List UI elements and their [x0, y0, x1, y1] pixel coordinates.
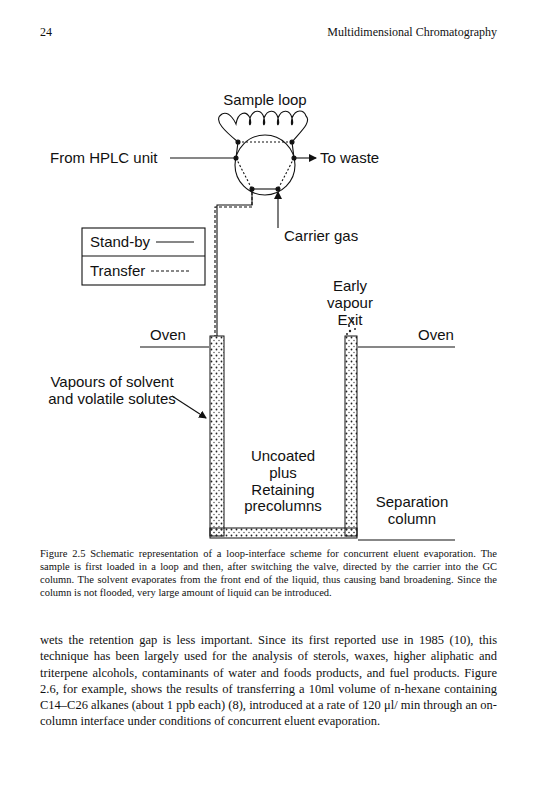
exit-label: Early vapour Exit [320, 278, 380, 328]
gas-label: Carrier gas [284, 228, 358, 245]
inlet-label: From HPLC unit [50, 150, 158, 167]
page-number: 24 [40, 26, 52, 39]
legend-text: Transfer [90, 262, 145, 279]
outlet-label: To waste [320, 150, 379, 167]
precolumn-label: Uncoated plus Retaining precolumns [240, 448, 326, 515]
oven-label: Oven [150, 327, 186, 344]
running-header: Multidimensional Chromatography [277, 26, 497, 39]
oven-label: Oven [418, 327, 454, 344]
legend-sample [151, 266, 191, 276]
legend-row: Stand-by [90, 233, 196, 250]
legend-sample [156, 237, 196, 247]
body-text: wets the retention gap is less important… [40, 632, 497, 730]
legend-row: Transfer [90, 262, 191, 279]
figure-caption: Figure 2.5 Schematic representation of a… [40, 547, 497, 600]
part-label: Sample loop [205, 92, 325, 109]
vapour-label: Vapours of solvent and volatile solutes [46, 374, 178, 408]
legend-text: Stand-by [90, 233, 150, 250]
column-label: Separation column [368, 494, 456, 528]
